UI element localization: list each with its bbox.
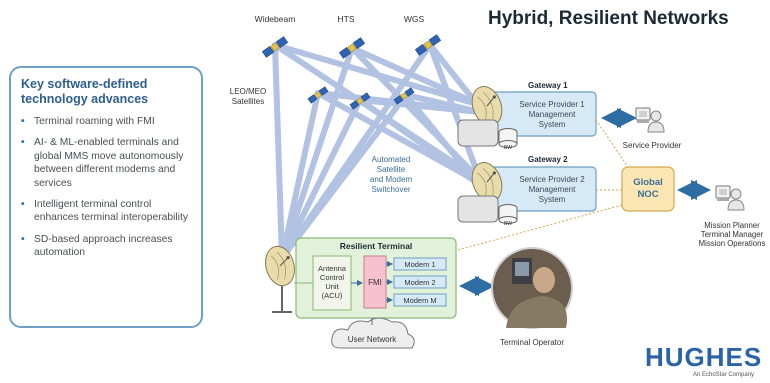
acu-box	[312, 255, 352, 311]
list-item: • Terminal roaming with FMI	[21, 115, 193, 128]
noc-line1: Global	[633, 177, 663, 188]
user-network-cloud-icon	[331, 317, 415, 349]
switchover-line1: Automated	[372, 155, 411, 164]
terminal-operator-label: Terminal Operator	[500, 338, 564, 347]
gateway2-system-line1: Service Provider 2	[519, 175, 585, 184]
bullet-icon: •	[21, 137, 25, 149]
leo-label-line1: LEO/MEO	[230, 87, 266, 96]
acu-line3: Unit	[325, 282, 339, 291]
panel-heading-line2: technology advances	[21, 92, 149, 106]
beam-lines	[272, 42, 483, 261]
leo-label-line2: Satellites	[232, 97, 264, 106]
gateway1-building-icon	[457, 119, 499, 147]
terminal-title: Resilient Terminal	[340, 241, 413, 251]
gateway1-disk-icon	[498, 140, 518, 148]
key-advances-panel: Key software-defined technology advances…	[9, 66, 203, 328]
gateway2-building-icon	[457, 195, 499, 223]
terminal-noc-link	[457, 204, 623, 251]
list-item: • SD-based approach increases automation	[21, 233, 193, 260]
switchover-line2: Satellite	[377, 165, 406, 174]
modem-2-box	[393, 275, 447, 289]
terminal-operator-photo	[491, 247, 573, 329]
modem-m-label: Modem M	[403, 296, 436, 305]
gateway2-system-line3: System	[539, 195, 566, 204]
panel-heading: Key software-defined technology advances	[21, 77, 193, 107]
list-item-text: Terminal roaming with FMI	[34, 116, 155, 127]
gateway1-system-line3: System	[539, 120, 566, 129]
widebeam-label: Widebeam	[255, 14, 296, 24]
modem-1-label: Modem 1	[404, 260, 435, 269]
panel-heading-line1: Key software-defined	[21, 77, 148, 91]
advances-list: • Terminal roaming with FMI • AI- & ML-ena…	[21, 115, 193, 260]
bullet-icon: •	[21, 116, 25, 127]
gateway1-disk-label: BW	[504, 145, 512, 151]
list-item-text: Intelligent terminal control enhances te…	[34, 199, 188, 224]
list-item-text: AI- & ML-enabled terminals and global MM…	[34, 137, 184, 189]
service-provider-icon	[635, 107, 665, 133]
hughes-logo: HUGHES	[645, 342, 763, 372]
acu-line4: (ACU)	[322, 291, 343, 300]
switchover-line4: Switchover	[371, 185, 410, 194]
gateway1-system-line2: Management	[529, 110, 576, 119]
acu-line1: Antenna	[318, 264, 347, 273]
bullet-icon: •	[21, 233, 25, 245]
service-provider-label: Service Provider	[623, 141, 682, 150]
terminal-dish-icon	[260, 242, 300, 290]
list-item-text: SD-based approach increases automation	[34, 233, 173, 259]
gateway2-system-line2: Management	[529, 185, 576, 194]
page-title: Hybrid, Resilient Networks	[488, 8, 729, 29]
switchover-line3: and Modem	[370, 175, 413, 184]
mission-label-line3: Mission Operations	[699, 239, 766, 248]
acu-line2: Control	[320, 273, 345, 282]
gateway1-label: Gateway 1	[528, 81, 568, 90]
list-item: • AI- & ML-enabled terminals and global M…	[21, 136, 193, 190]
mission-label-line2: Terminal Manager	[701, 230, 764, 239]
hughes-tagline: An EchoStar Company	[693, 372, 755, 378]
user-network-label: User Network	[348, 335, 397, 344]
gateway2-label: Gateway 2	[528, 155, 568, 164]
modem-2-label: Modem 2	[404, 278, 435, 287]
wgs-label: WGS	[404, 14, 425, 24]
gateway1-system-line1: Service Provider 1	[519, 100, 585, 109]
global-noc-box	[621, 166, 675, 212]
mission-label-line1: Mission Planner	[704, 221, 760, 230]
gateway2-disk-icon	[498, 216, 518, 224]
bullet-icon: •	[21, 199, 25, 211]
list-item: • Intelligent terminal control enhances t…	[21, 198, 193, 225]
fmi-label: FMI	[368, 278, 382, 287]
gateway2-disk-label: BW	[504, 221, 512, 227]
modem-1-box	[393, 257, 447, 271]
hts-label: HTS	[338, 14, 355, 24]
noc-line2: NOC	[637, 189, 658, 200]
mission-people-icon	[715, 185, 745, 211]
modem-m-box	[393, 293, 447, 307]
